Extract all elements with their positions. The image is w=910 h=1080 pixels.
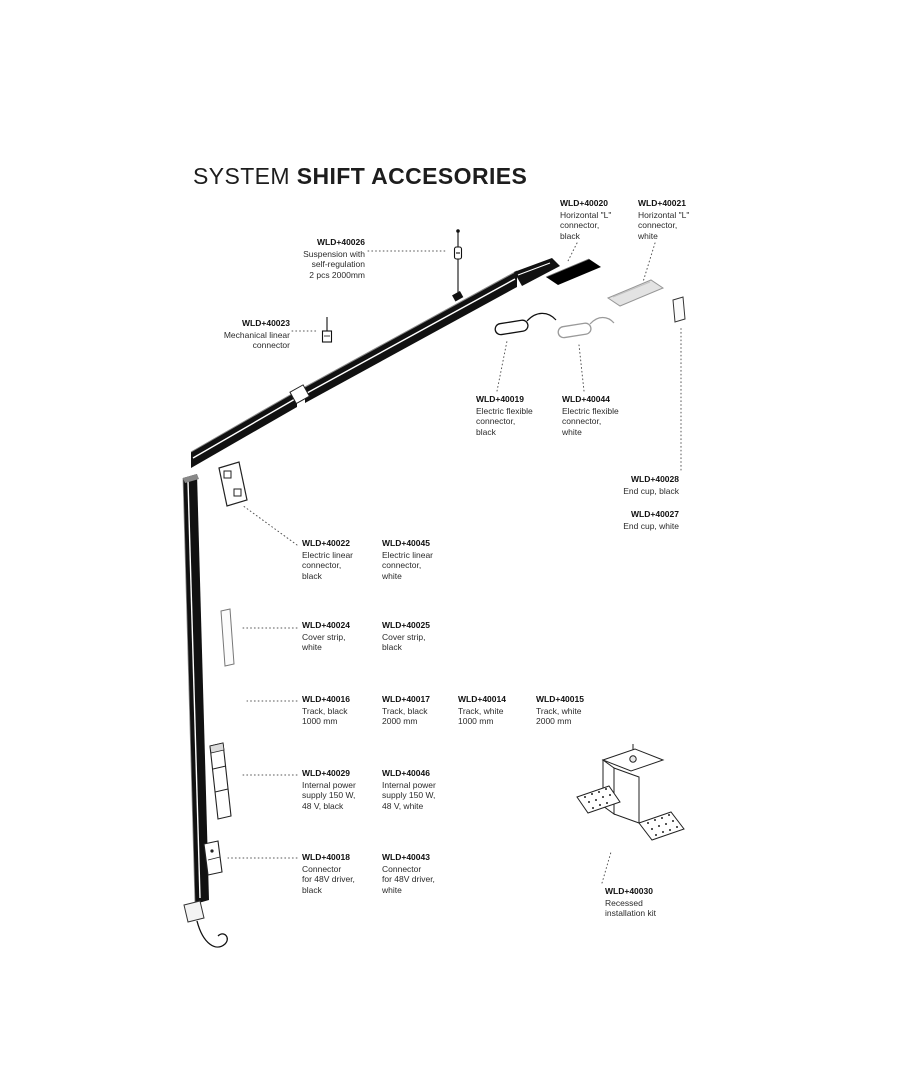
- part-description: End cup, black: [623, 485, 679, 496]
- part-label: WLD+40024 Cover strip,white: [302, 620, 350, 653]
- end-cap-part: [672, 296, 686, 323]
- part-code: WLD+40028: [631, 474, 679, 484]
- flexible-connector-black-part: [494, 312, 557, 336]
- part-code: WLD+40016: [302, 694, 350, 704]
- part-code: WLD+40044: [562, 394, 610, 404]
- diagonal-track: [190, 270, 518, 468]
- mechanical-connector-part: [321, 317, 333, 343]
- part-code: WLD+40046: [382, 768, 430, 778]
- part-label: WLD+40021 Horizontal "L"connector,white: [638, 198, 689, 241]
- track-joint: [289, 384, 311, 405]
- corner-connector: [514, 258, 560, 286]
- page-title: SYSTEM SHIFT ACCESORIES: [193, 163, 527, 190]
- l-connector-white-part: [606, 279, 665, 307]
- part-description: End cup, white: [623, 520, 679, 531]
- track-end-wire: [183, 900, 228, 948]
- part-code: WLD+40029: [302, 768, 350, 778]
- part-code: WLD+40030: [605, 886, 653, 896]
- driver-connector-part: [203, 840, 223, 876]
- part-description: Horizontal "L"connector,black: [560, 209, 612, 241]
- part-code: WLD+40018: [302, 852, 350, 862]
- cover-strip-part: [220, 608, 235, 667]
- part-label: WLD+40028 End cup, black: [623, 474, 679, 496]
- leader-lines: [227, 242, 682, 884]
- part-code: WLD+40017: [382, 694, 430, 704]
- vertical-track: [182, 474, 209, 905]
- part-code: WLD+40021: [638, 198, 686, 208]
- recessed-kit-perforations: [584, 788, 678, 836]
- part-label: WLD+40025 Cover strip,black: [382, 620, 430, 653]
- l-connector-black-part: [545, 258, 601, 285]
- suspension-part: [452, 229, 464, 302]
- part-code: WLD+40022: [302, 538, 350, 548]
- page-title-regular: SYSTEM: [193, 163, 297, 190]
- part-label: WLD+40020 Horizontal "L"connector,black: [560, 198, 611, 241]
- part-code: WLD+40045: [382, 538, 430, 548]
- part-description: Cover strip,white: [302, 631, 346, 653]
- electric-linear-connector-part: [218, 461, 248, 507]
- power-supply-part: [209, 742, 232, 820]
- part-description: Cover strip,black: [382, 631, 426, 653]
- part-code: WLD+40025: [382, 620, 430, 630]
- part-code: WLD+40019: [476, 394, 524, 404]
- part-code: WLD+40015: [536, 694, 584, 704]
- part-code: WLD+40020: [560, 198, 608, 208]
- part-label: WLD+40027 End cup, white: [623, 509, 679, 531]
- recessed-kit-part: [576, 744, 685, 841]
- part-code: WLD+40027: [631, 509, 679, 519]
- part-code: WLD+40043: [382, 852, 430, 862]
- part-code: WLD+40024: [302, 620, 350, 630]
- part-code: WLD+40023: [242, 318, 290, 328]
- page-title-bold: SHIFT ACCESORIES: [296, 163, 528, 190]
- flexible-connector-white-part: [557, 316, 615, 339]
- part-code: WLD+40014: [458, 694, 506, 704]
- part-code: WLD+40026: [317, 237, 365, 247]
- part-description: Horizontal "L"connector,white: [638, 209, 690, 241]
